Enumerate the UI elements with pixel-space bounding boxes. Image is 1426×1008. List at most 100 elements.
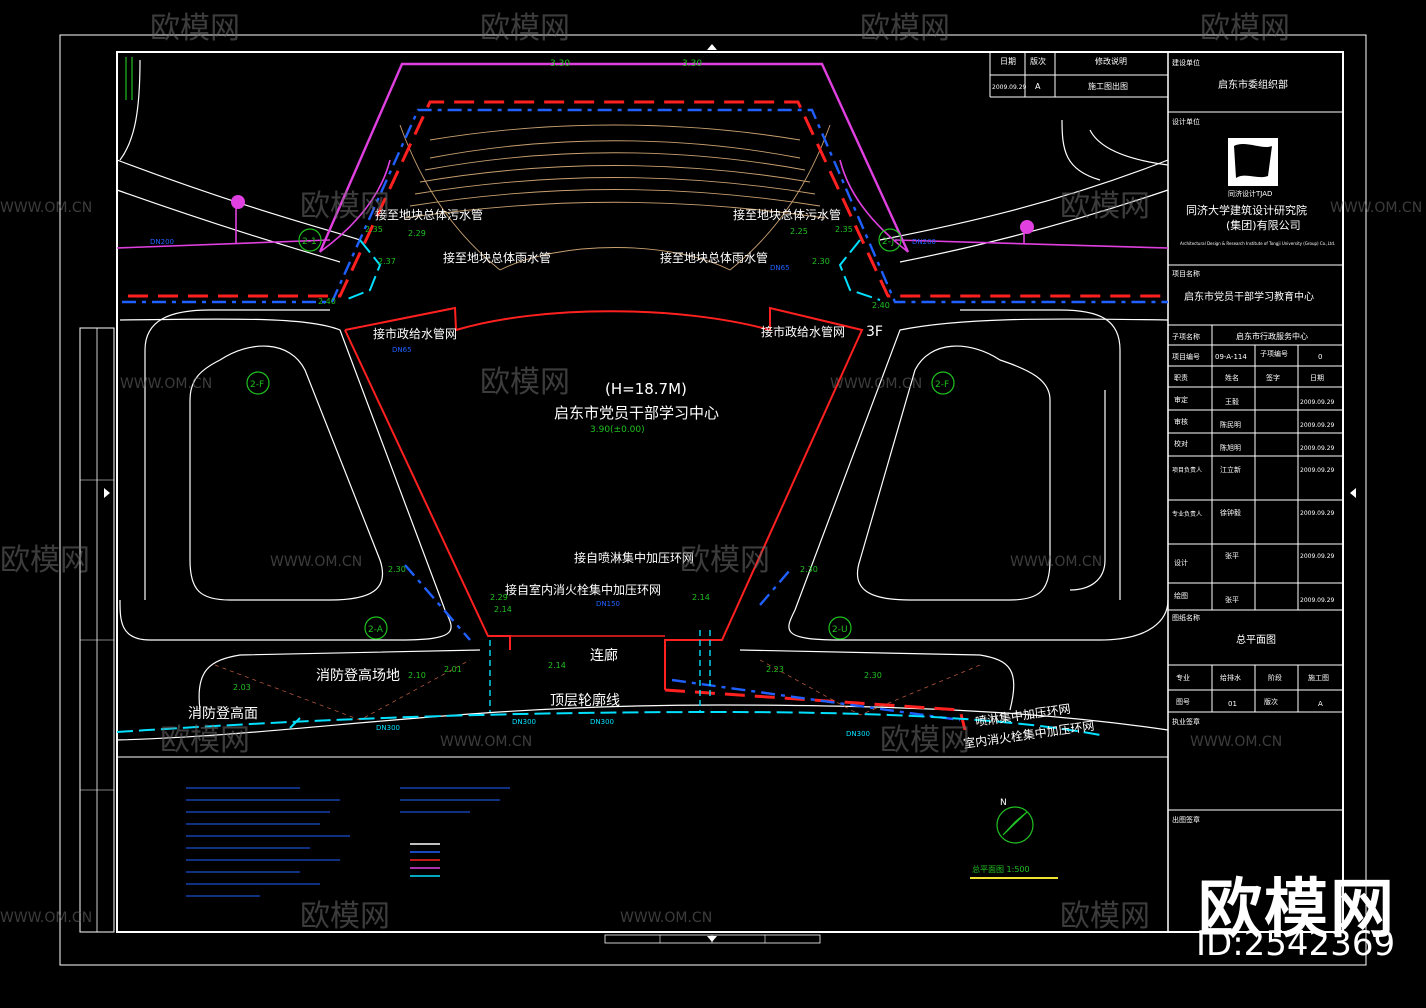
svg-text:欧模网: 欧模网 (880, 723, 970, 758)
svg-text:WWW.OM.CN: WWW.OM.CN (120, 376, 212, 392)
svg-text:欧模网: 欧模网 (300, 899, 390, 934)
fire-site-hatch (214, 659, 981, 721)
sewer-lines (128, 100, 1168, 731)
legend (410, 843, 440, 877)
svg-text:WWW.OM.CN: WWW.OM.CN (620, 910, 712, 926)
label-rain-right: 接至地块总体雨水管 (660, 250, 768, 265)
svg-text:专业: 专业 (1176, 673, 1190, 682)
label-supply-right: 接市政给水管网 (761, 324, 845, 339)
svg-text:09-A-114: 09-A-114 (1215, 353, 1247, 361)
svg-text:张平: 张平 (1225, 551, 1239, 560)
svg-text:2009.09.29: 2009.09.29 (1300, 597, 1335, 604)
svg-text:校对: 校对 (1174, 439, 1188, 448)
svg-text:DN300: DN300 (846, 730, 870, 738)
svg-text:2009.09.29: 2009.09.29 (992, 84, 1027, 91)
svg-text:DN200: DN200 (150, 238, 174, 246)
svg-text:2.37: 2.37 (378, 257, 396, 266)
label-scale: 总平面图 1:500 (972, 864, 1030, 874)
svg-text:WWW.OM.CN: WWW.OM.CN (830, 376, 922, 392)
owner-name: 启东市委组织部 (1218, 78, 1288, 91)
svg-text:2-A: 2-A (368, 625, 384, 635)
svg-text:2-U: 2-U (832, 625, 848, 635)
notes-block (186, 787, 510, 897)
svg-text:施工图出图: 施工图出图 (1088, 81, 1128, 91)
svg-text:DN200: DN200 (912, 238, 936, 246)
svg-text:姓名: 姓名 (1225, 373, 1239, 382)
svg-text:欧模网: 欧模网 (480, 11, 570, 46)
svg-text:2-J: 2-J (882, 237, 894, 247)
svg-text:WWW.OM.CN: WWW.OM.CN (0, 910, 92, 926)
svg-text:设计单位: 设计单位 (1172, 117, 1200, 126)
rain-lines (122, 108, 1168, 722)
svg-text:徐钟毅: 徐钟毅 (1220, 508, 1241, 517)
label-sewage-left: 接至地块总体污水管 (375, 207, 483, 222)
svg-text:2009.09.29: 2009.09.29 (1300, 445, 1335, 452)
axis-markers (246, 228, 955, 640)
label-elevation: 3.90(±0.00) (590, 425, 645, 435)
svg-text:2.30: 2.30 (800, 565, 818, 574)
svg-text:2.29: 2.29 (408, 229, 426, 238)
svg-text:绘图: 绘图 (1174, 591, 1188, 600)
svg-text:2009.09.29: 2009.09.29 (1300, 510, 1335, 517)
svg-text:欧模网: 欧模网 (860, 11, 950, 46)
svg-text:2.30: 2.30 (388, 565, 406, 574)
svg-text:0: 0 (1318, 353, 1322, 361)
svg-text:2-F: 2-F (935, 380, 949, 390)
svg-text:DN300: DN300 (590, 718, 614, 726)
svg-text:DN65: DN65 (770, 264, 790, 272)
svg-text:职责: 职责 (1174, 373, 1188, 382)
svg-text:2009.09.29: 2009.09.29 (1300, 422, 1335, 429)
label-sewage-right: 接至地块总体污水管 (733, 207, 841, 222)
svg-text:设计: 设计 (1174, 558, 1188, 567)
label-rain-left: 接至地块总体雨水管 (443, 250, 551, 265)
label-height: (H=18.7M) (605, 380, 687, 398)
svg-text:N: N (1000, 798, 1007, 808)
svg-text:建设单位: 建设单位 (1172, 58, 1200, 67)
svg-text:欧模网: 欧模网 (480, 365, 570, 400)
label-level-1: 3.30 (550, 59, 570, 69)
svg-text:欧模网: 欧模网 (680, 543, 770, 578)
svg-text:欧模网: 欧模网 (1060, 189, 1150, 224)
logo-text: 同济设计TJAD (1228, 189, 1272, 198)
svg-text:A: A (1318, 700, 1323, 708)
svg-text:欧模网: 欧模网 (160, 723, 250, 758)
svg-text:日期: 日期 (1000, 57, 1016, 66)
supply-lines (116, 239, 1101, 736)
svg-text:阶段: 阶段 (1268, 673, 1282, 682)
label-fire-site: 消防登高场地 (316, 667, 400, 684)
svg-text:DN65: DN65 (392, 346, 412, 354)
svg-text:A: A (1035, 82, 1041, 91)
svg-text:WWW.OM.CN: WWW.OM.CN (1010, 554, 1102, 570)
svg-text:施工图: 施工图 (1308, 673, 1329, 682)
label-fire-face: 消防登高面 (188, 705, 258, 722)
label-supply-left: 接市政给水管网 (373, 326, 457, 341)
svg-text:子项名称: 子项名称 (1172, 332, 1200, 341)
svg-text:2009.09.29: 2009.09.29 (1300, 399, 1335, 406)
svg-text:欧模网: 欧模网 (1200, 11, 1290, 46)
svg-text:版次: 版次 (1030, 56, 1046, 66)
svg-text:2.23: 2.23 (766, 665, 784, 674)
watermark-id: ID:2542369 (1196, 924, 1396, 964)
label-level-2: 3.30 (682, 59, 702, 69)
label-building-name: 启东市党员干部学习中心 (554, 404, 719, 422)
spot-elevations: 2.35 2.29 2.37 2.40 2.35 2.25 2.30 2.40 … (233, 225, 890, 692)
svg-text:专业负责人: 专业负责人 (1172, 510, 1202, 518)
building-wings (319, 159, 909, 253)
svg-text:欧模网: 欧模网 (300, 189, 390, 224)
title-block-text: 日期 版次 修改说明 2009.09.29 A 施工图出图 建设单位 启东市委组… (992, 56, 1335, 824)
svg-text:2.40: 2.40 (318, 297, 336, 306)
building-outline-upper (318, 62, 910, 253)
svg-text:2.30: 2.30 (812, 257, 830, 266)
svg-text:欧模网: 欧模网 (0, 543, 90, 578)
label-hydrant-ring: 接自室内消火栓集中加压环网 (505, 582, 661, 597)
inner-border (116, 51, 1344, 933)
label-roof-outline: 顶层轮廓线 (550, 692, 620, 709)
svg-text:2-F: 2-F (250, 380, 264, 390)
svg-text:执业签章: 执业签章 (1172, 717, 1200, 726)
svg-text:2.10: 2.10 (408, 671, 426, 680)
svg-text:子项编号: 子项编号 (1260, 349, 1288, 358)
svg-text:启东市行政服务中心: 启东市行政服务中心 (1236, 331, 1308, 341)
svg-text:2.29: 2.29 (490, 593, 508, 602)
svg-text:WWW.OM.CN: WWW.OM.CN (0, 200, 92, 216)
